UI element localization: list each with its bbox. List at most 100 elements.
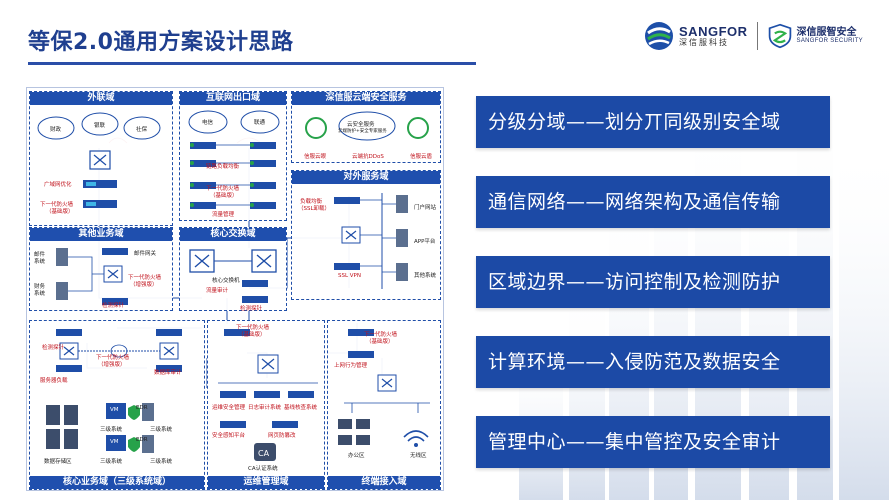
label-wireless-area: 无线区 (410, 453, 427, 459)
external-service-devices (334, 193, 408, 289)
cloud-label-caizheng: 财政 (50, 127, 62, 133)
brand-logos: SANGFOR 深信服科技 深信服智安全 SANGFOR SECURITY (644, 18, 863, 54)
zone-internet-exit: 互联网出口域 电信 联通 链路负载均衡 下一代防火 (179, 91, 287, 221)
label-level3-sys-4: 三级系统 (150, 459, 173, 465)
zone-ops-mgmt: 运维管理域 CA 下一代防火墙 （基础版） 运维安全管理 日志审计系统 基线核查… (207, 320, 325, 490)
cloud-label-shebao: 社保 (136, 127, 148, 133)
cloud-icons-external (37, 112, 161, 140)
security-shield-icon (768, 23, 791, 49)
zone-internet-exit-title: 互联网出口域 (180, 92, 286, 105)
label-ca-system: CA认证系统 (248, 466, 278, 472)
security-cn: 深信服智安全 (796, 26, 857, 38)
label-xinfu-yundun: 信服云盾 (410, 154, 433, 160)
label-mail-gateway: 邮件网关 (134, 251, 157, 257)
label-traffic-mgmt: 流量管理 (212, 212, 235, 218)
security-en: SANGFOR SECURITY (796, 38, 863, 45)
core-business-devices (46, 329, 182, 453)
core-switch-devices (189, 249, 277, 303)
label-probe-other: 检测探针 (102, 303, 125, 309)
label-level3-sys-2: 三级系统 (150, 427, 173, 433)
sangfor-en: SANGFOR (679, 23, 748, 39)
exit-devices-icons (190, 142, 276, 209)
other-business-devices (56, 248, 128, 305)
label-dianxin: 电信 (202, 120, 214, 126)
label-internet-behavior: 上网行为管理 (334, 363, 368, 369)
zone-terminal-access-title: 终端接入域 (328, 476, 440, 489)
label-log-audit: 日志审计系统 (248, 405, 282, 411)
sangfor-cn: 深信服科技 (679, 37, 730, 47)
header: 等保2.0通用方案设计思路 SANGFOR 深信服科技 深信服智安全 SANGF… (0, 0, 889, 72)
label-wan-optimization: 广域网优化 (44, 182, 72, 188)
label-ngfw-external: 下一代防火墙 (40, 202, 74, 208)
title-underline (28, 62, 476, 65)
label-core-switch: 核心交换机 (212, 278, 240, 284)
security-wordmark: 深信服智安全 SANGFOR SECURITY (797, 27, 863, 45)
pillar-item: 通信网络——网络架构及通信传输 (476, 176, 830, 228)
zone-other-business: 其他业务域 邮件 系统 财务 系统 邮件网关 下一代防火墙 （增强版） 检测探针 (29, 227, 173, 311)
cloud-service-icons (305, 111, 429, 141)
label-traffic-audit: 流量审计 (206, 288, 229, 294)
label-mail-system: 系统 (34, 259, 46, 265)
pillar-item: 管理中心——集中管控及安全审计 (476, 416, 830, 468)
zone-core-switch-title: 核心交换域 (180, 228, 286, 241)
label-link-load-balance: 链路负载均衡 (206, 164, 240, 170)
label-probe-core-business: 检测探针 (42, 345, 65, 351)
firewall-icon (83, 200, 117, 208)
zone-external-service-title: 对外服务域 (292, 171, 440, 184)
label-finance: 财务 (34, 284, 46, 290)
label-xinfu-yunyan: 信服云眼 (304, 154, 327, 160)
label-ssl-offload: （SSL卸载） (298, 206, 331, 212)
label-ngfw-terminal: 下一代防火墙 (364, 332, 398, 338)
label-ngfw-exit-basic: （基础版） (210, 193, 238, 199)
label-ngfw-exit: 下一代防火墙 (206, 186, 240, 192)
label-edr-1: EDR (136, 405, 148, 411)
label-cloud-ddos: 云端抗DDoS (352, 154, 384, 160)
zone-internet: 外联域 财政 银联 社保 广域网优化 下一代防火墙 （基础版） (29, 91, 173, 226)
page-title: 等保2.0通用方案设计思路 (28, 30, 294, 55)
ops-mgmt-devices: CA (218, 329, 318, 461)
zone-core-switch: 核心交换域 核心交换机 流量审计 检测探针 (179, 227, 287, 312)
label-ngfw-ops-basic: （基础版） (238, 332, 266, 338)
network-architecture-diagram: 外联域 财政 银联 社保 广域网优化 下一代防火墙 （基础版） 互联网出口域 (26, 87, 444, 491)
isp-cloud-icons (188, 110, 280, 134)
zone-core-business: 核心业务域（三级系统域） (29, 320, 205, 490)
label-db-audit: 数据库审计 (154, 370, 182, 376)
label-portal: 门户网站 (414, 205, 437, 211)
sangfor-logo-icon (645, 22, 674, 50)
label-mail: 邮件 (34, 252, 46, 258)
zone-core-business-title: 核心业务域（三级系统域） (30, 476, 204, 489)
label-ngfw-external-basic: （基础版） (46, 209, 74, 215)
cloud-label-yinlian: 银联 (94, 123, 106, 129)
zone-other-business-title: 其他业务域 (30, 228, 172, 241)
sangfor-wordmark: SANGFOR 深信服科技 (679, 25, 748, 47)
wan-optimizer-icon (83, 180, 117, 188)
label-baseline-check: 基线核查系统 (284, 405, 318, 411)
label-app-platform: APP平台 (414, 239, 436, 245)
zone-ops-mgmt-title: 运维管理域 (208, 476, 324, 489)
pillar-item: 计算环境——入侵防范及数据安全 (476, 336, 830, 388)
label-ngfw-other-enhanced: （增强版） (130, 282, 158, 288)
pillar-item: 区域边界——访问控制及检测防护 (476, 256, 830, 308)
label-load-balance: 负载均衡 (300, 199, 323, 205)
label-other-systems: 其他系统 (414, 273, 437, 279)
label-ngfw-other: 下一代防火墙 (128, 275, 162, 281)
label-ngfw-terminal-basic: （基础版） (366, 339, 394, 345)
logo-divider (756, 22, 758, 50)
label-ngfw-core-business: 下一代防火墙 (96, 355, 130, 361)
zone-internet-title: 外联域 (30, 92, 172, 105)
label-cloud-security-service: 云安全服务 (347, 122, 375, 128)
label-office-area: 办公区 (348, 453, 365, 459)
label-edr-2: EDR (136, 437, 148, 443)
label-ngfw-ops: 下一代防火墙 (236, 325, 270, 331)
pillar-item: 分级分域——划分丌同级别安全域 (476, 96, 830, 148)
label-finance-system: 系统 (34, 291, 46, 297)
label-level3-sys-1: 三级系统 (100, 427, 123, 433)
label-vm-2: VM (110, 439, 119, 445)
label-ngfw-core-business-enhanced: （增强版） (98, 362, 126, 368)
zone-external-service: 对外服务域 负载均衡 （SSL卸载） SSL VPN 门户网站 APP平台 其他… (291, 170, 441, 300)
label-data-storage: 数据存储区 (44, 459, 72, 465)
label-ops-security: 运维安全管理 (212, 405, 246, 411)
label-ssl-vpn: SSL VPN (338, 273, 361, 279)
label-cloud-security-sub: 云端防护+安全专家服务 (338, 129, 387, 134)
label-liantong: 联通 (254, 120, 266, 126)
